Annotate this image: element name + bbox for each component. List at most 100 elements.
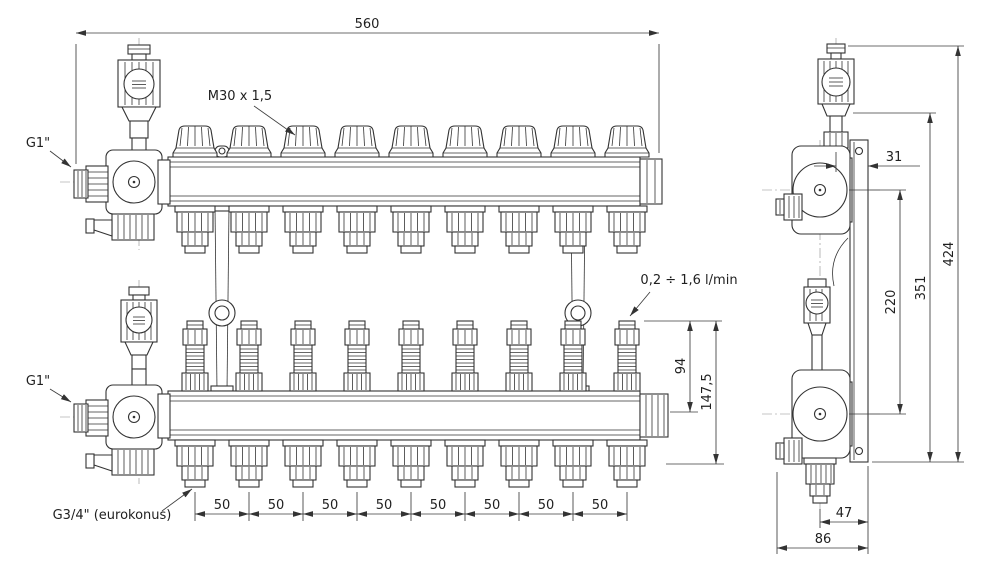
outlet-connector xyxy=(336,205,378,254)
dimensions: 560 M30 x 1,5 G1" G1" 0,2 ÷ 1,6 l/min 94 xyxy=(26,17,964,554)
outlet-connector xyxy=(606,205,648,254)
top-manifold-bar xyxy=(167,145,663,207)
air-vent-top xyxy=(117,44,161,153)
dim-axis-to-wall: 47 xyxy=(819,466,869,554)
pitch-50-label: 50 xyxy=(322,498,339,513)
eurokonus-outlet xyxy=(552,439,594,488)
side-air-vent-middle xyxy=(803,278,831,373)
dim-47-label: 47 xyxy=(836,506,853,521)
flow-meter xyxy=(343,320,371,392)
outlet-connector xyxy=(282,205,324,254)
valve-cap xyxy=(334,125,380,158)
side-drain-knob-bottom xyxy=(775,437,803,465)
drain-valve-top xyxy=(85,213,155,241)
pitch-50-label: 50 xyxy=(430,498,447,513)
dim-147-label: 147,5 xyxy=(700,373,715,410)
eurokonus-outlet xyxy=(174,439,216,488)
eurokonus-label: G3/4" (eurokonus) xyxy=(53,508,172,523)
dim-flowmeter-height: 94 xyxy=(644,320,722,413)
valve-cap xyxy=(604,125,650,158)
flow-meter xyxy=(289,320,317,392)
supply-g1-label: G1" xyxy=(26,136,50,151)
return-valve-unit xyxy=(73,286,171,476)
dim-overall-depth: 86 xyxy=(776,472,868,554)
label-supply-g1: G1" xyxy=(26,136,72,168)
drain-valve-bottom xyxy=(85,448,155,476)
top-outlet-row xyxy=(174,205,648,254)
eurokonus-outlet xyxy=(606,439,648,488)
dim-424-label: 424 xyxy=(942,242,957,267)
pitch-50-label: 50 xyxy=(376,498,393,513)
g1-connection-top xyxy=(73,165,109,203)
dim-outlet-pitch-chain: 50 50 50 50 50 50 50 50 xyxy=(194,492,628,521)
flow-meter xyxy=(397,320,425,392)
pitch-50-label: 50 xyxy=(484,498,501,513)
eurokonus-outlet xyxy=(228,439,270,488)
dim-overall-width: 560 xyxy=(75,17,660,164)
dim-section-height: 147,5 xyxy=(666,321,724,465)
air-vent-bottom xyxy=(120,286,158,387)
bottom-outlet-row xyxy=(174,439,648,488)
dim-220-label: 220 xyxy=(884,290,899,315)
outlet-connector xyxy=(552,205,594,254)
side-valve-top xyxy=(775,131,851,235)
dim-axis-spacing: 220 xyxy=(849,189,906,415)
valve-caps-row xyxy=(172,125,650,158)
valve-cap xyxy=(442,125,488,158)
pitch-50-label: 50 xyxy=(268,498,285,513)
valve-cap xyxy=(550,125,596,158)
eurokonus-outlet xyxy=(336,439,378,488)
dim-351-label: 351 xyxy=(914,276,929,301)
front-view xyxy=(73,44,669,488)
outlet-connector xyxy=(498,205,540,254)
outlet-connector xyxy=(174,205,216,254)
valve-cap xyxy=(172,125,218,158)
flow-meter xyxy=(613,320,641,392)
end-plug xyxy=(639,158,663,205)
flow-meter xyxy=(181,320,209,392)
label-flow-range: 0,2 ÷ 1,6 l/min xyxy=(629,273,738,317)
valve-cap xyxy=(280,125,326,158)
pitch-50-label: 50 xyxy=(214,498,231,513)
eurokonus-outlet xyxy=(498,439,540,488)
dim-body-height: 351 xyxy=(853,112,964,463)
eurokonus-outlet xyxy=(444,439,486,488)
flow-meter xyxy=(235,320,263,392)
pitch-50-label: 50 xyxy=(538,498,555,513)
thread-size-label: M30 x 1,5 xyxy=(208,89,272,104)
dim-560-label: 560 xyxy=(355,17,380,32)
side-drain-knob-top xyxy=(775,193,803,221)
g1-male-end xyxy=(639,393,669,438)
mounting-bracket-left xyxy=(208,205,236,392)
outlet-connector xyxy=(444,205,486,254)
side-view xyxy=(775,43,869,504)
valve-cap xyxy=(388,125,434,158)
eurokonus-outlet xyxy=(390,439,432,488)
flow-meters-row xyxy=(181,320,641,392)
return-g1-label: G1" xyxy=(26,374,50,389)
flow-meter xyxy=(451,320,479,392)
bottom-manifold-bar xyxy=(167,390,669,441)
flow-meter xyxy=(559,320,587,392)
flow-meter xyxy=(505,320,533,392)
valve-cap xyxy=(496,125,542,158)
label-valve-thread: M30 x 1,5 xyxy=(208,89,296,136)
side-valve-bottom xyxy=(775,369,851,504)
valve-cap xyxy=(226,125,272,158)
supply-valve-unit xyxy=(73,44,171,241)
g1-connection-bottom xyxy=(73,399,109,437)
side-outlet xyxy=(803,457,837,504)
side-air-vent-top xyxy=(817,43,855,135)
pitch-50-label: 50 xyxy=(592,498,609,513)
outlet-connector xyxy=(390,205,432,254)
dim-86-label: 86 xyxy=(815,532,832,547)
dim-94-label: 94 xyxy=(674,358,689,375)
dim-overall-height: 424 xyxy=(848,45,964,462)
outlet-connector xyxy=(228,205,270,254)
flow-range-label: 0,2 ÷ 1,6 l/min xyxy=(640,273,737,288)
label-eurokonus: G3/4" (eurokonus) xyxy=(53,488,193,523)
dim-31-label: 31 xyxy=(886,150,903,165)
eurokonus-outlet xyxy=(282,439,324,488)
